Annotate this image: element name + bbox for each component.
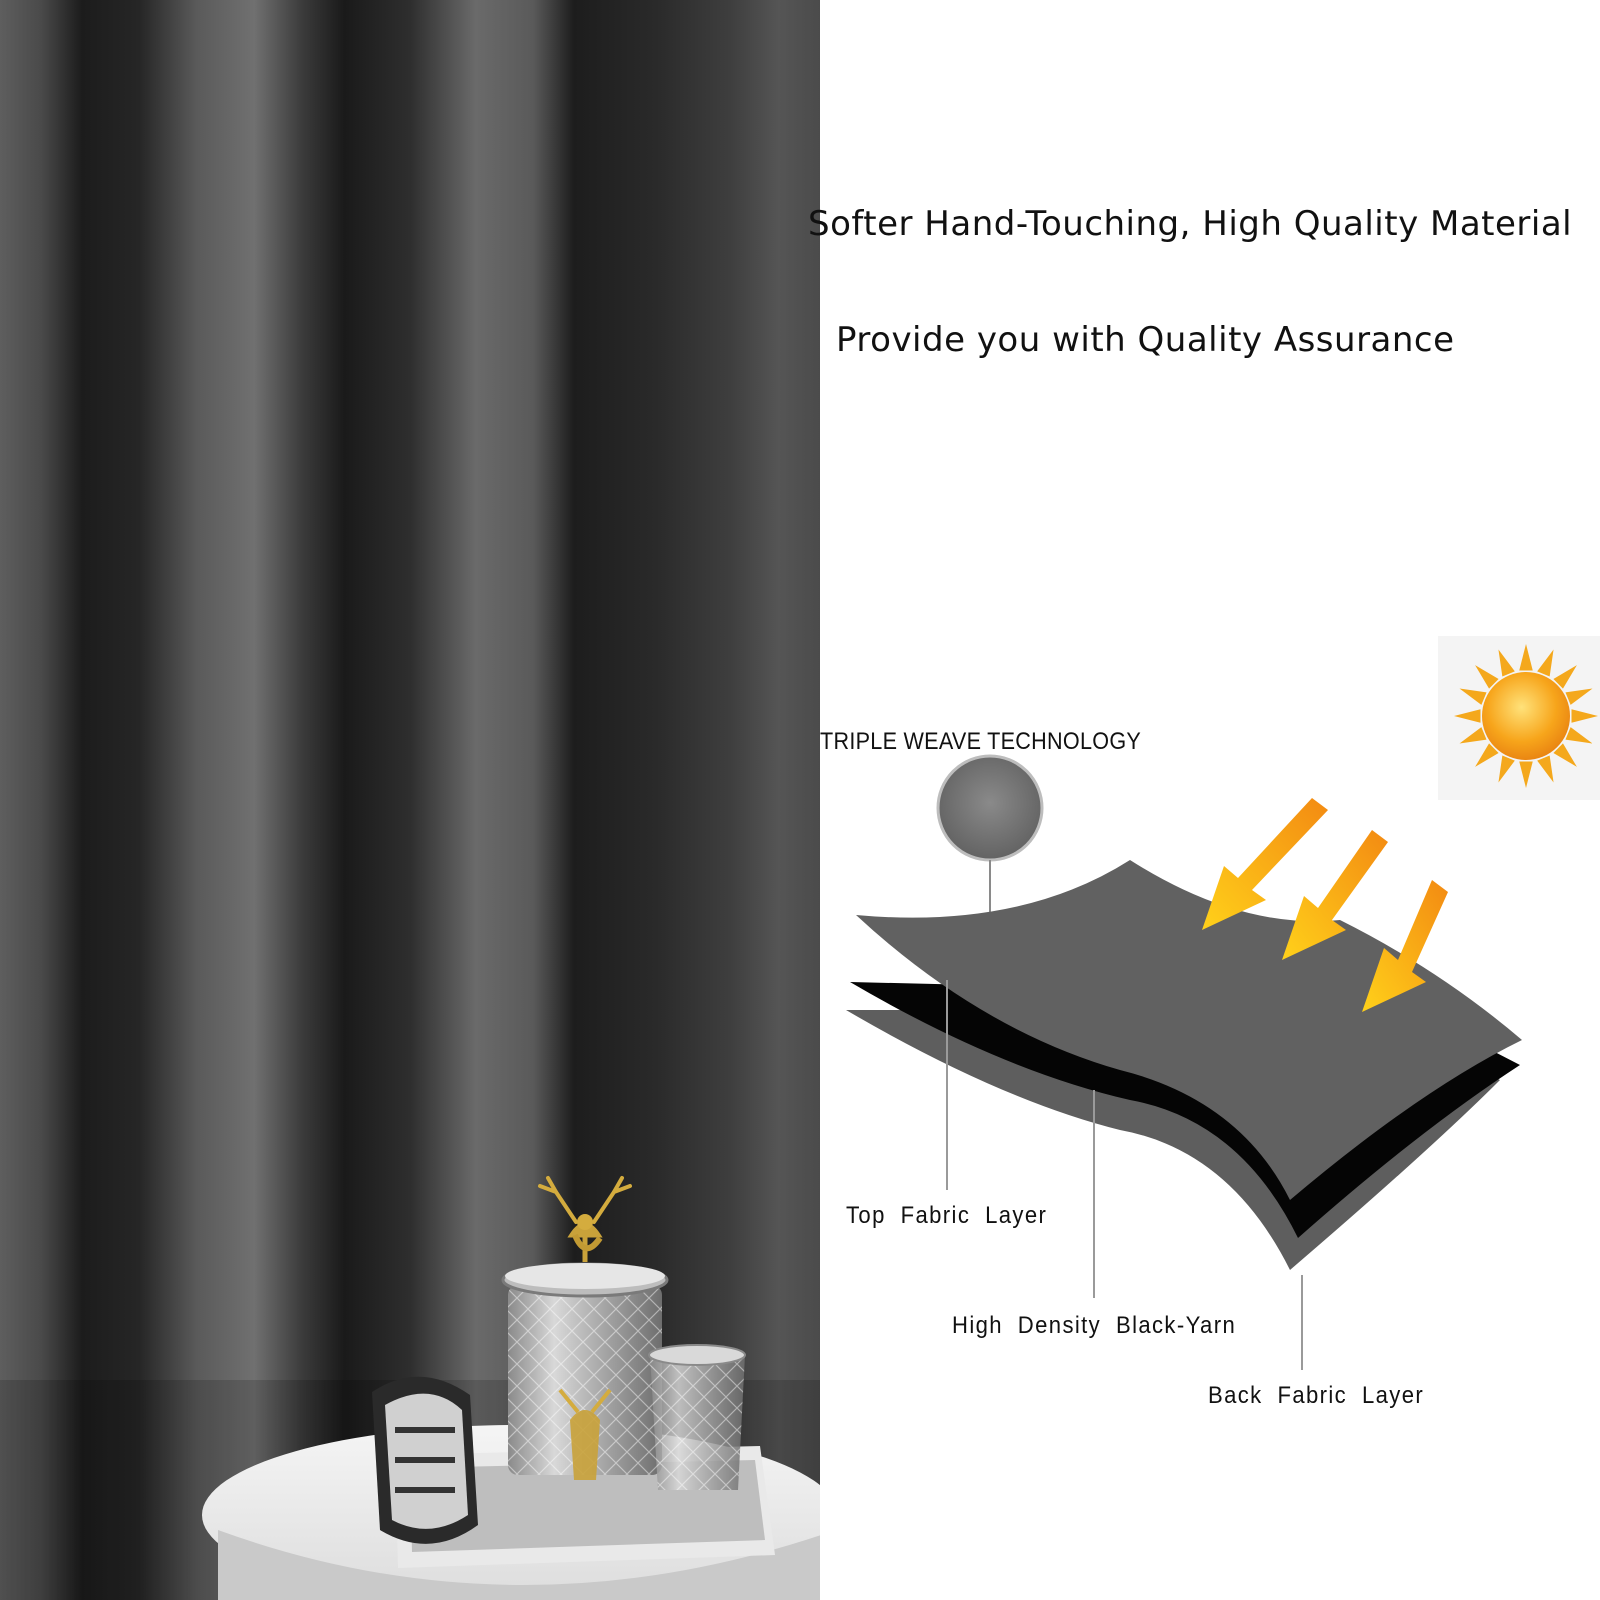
curtain-photo bbox=[0, 0, 820, 1600]
arrow-down-left-icon bbox=[1362, 880, 1448, 1012]
sun-icon-panel bbox=[1438, 636, 1600, 800]
curtain-illustration bbox=[0, 0, 820, 1600]
sun-icon bbox=[1454, 644, 1598, 788]
sun-ray bbox=[1459, 727, 1487, 744]
sun-ray bbox=[1498, 649, 1515, 677]
top-fabric-layer bbox=[856, 860, 1522, 1200]
arrow-down-left-icon bbox=[1202, 798, 1328, 930]
fabric-layers-illustration bbox=[846, 754, 1522, 1370]
label-back-fabric-layer: Back Fabric Layer bbox=[1208, 1382, 1425, 1409]
triple-weave-diagram: TRIPLE WEAVE TECHNOLOGY bbox=[820, 630, 1600, 1430]
sun-ray bbox=[1553, 743, 1577, 767]
sun-ray bbox=[1459, 688, 1487, 705]
sun-ray bbox=[1537, 755, 1554, 783]
sun-ray bbox=[1537, 649, 1554, 677]
diagram-title: TRIPLE WEAVE TECHNOLOGY bbox=[820, 728, 1142, 755]
sun-ray bbox=[1519, 761, 1533, 788]
glass-tumbler bbox=[648, 1344, 746, 1490]
sun-ray bbox=[1565, 727, 1593, 744]
sun-ray bbox=[1553, 665, 1577, 689]
sun-ray bbox=[1519, 644, 1533, 671]
sunlight-arrows bbox=[1202, 798, 1448, 1012]
sun-ray bbox=[1475, 665, 1499, 689]
label-black-yarn: High Density Black-Yarn bbox=[952, 1312, 1237, 1339]
headline-material: Softer Hand-Touching, High Quality Mater… bbox=[808, 204, 1573, 244]
fabric-swatch-icon bbox=[936, 754, 1044, 862]
arrow-down-left-icon bbox=[1282, 830, 1388, 960]
glass-jar bbox=[501, 1176, 669, 1480]
sun-ray bbox=[1565, 688, 1593, 705]
label-top-fabric-layer: Top Fabric Layer bbox=[846, 1202, 1048, 1229]
sun-ray bbox=[1475, 743, 1499, 767]
sun-ray bbox=[1454, 709, 1481, 723]
headline-assurance: Provide you with Quality Assurance bbox=[836, 320, 1455, 360]
sun-ray bbox=[1571, 709, 1598, 723]
sun-ray bbox=[1498, 755, 1515, 783]
